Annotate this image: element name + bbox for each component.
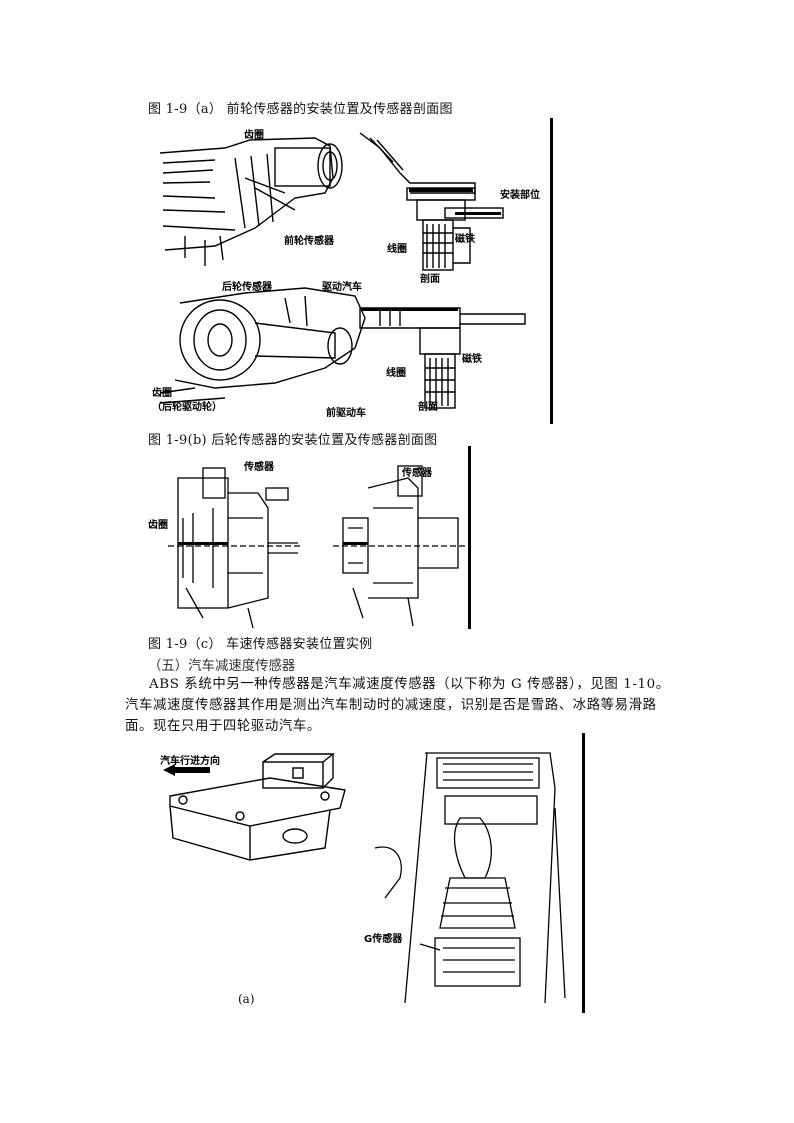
body-paragraph: ABS 系统中另一种传感器是汽车减速度传感器（以下称为 G 传感器），见图 1-… (125, 677, 670, 734)
label-b-sensor-right: 传感器 (402, 468, 432, 479)
figure-caption-1-9c: 图 1-9（c） 车速传感器安装位置实例 (148, 637, 373, 652)
label-b-sensor-left: 传感器 (244, 462, 274, 473)
figure-1-10a (155, 748, 360, 868)
center-console-drawing (374, 752, 566, 1004)
label-ring-gear-bottom: 齿圈 (152, 388, 172, 399)
label-magnet-top: 磁铁 (455, 234, 475, 245)
label-mount-position: 安装部位 (500, 190, 540, 201)
label-b-ring-left: 齿圈 (148, 520, 168, 531)
figure-1-10b (365, 748, 580, 1010)
label-ring-gear: 齿圈 (244, 130, 264, 141)
label-section-top: 剖面 (420, 274, 440, 285)
label-g-sensor: G传感器 (364, 934, 403, 945)
figure-1-9a-border (550, 118, 553, 424)
label-vehicle-direction: 汽车行进方向 (160, 756, 220, 767)
figure-1-10b-border (582, 733, 585, 1013)
figure-1-9a (155, 118, 555, 426)
label-front-drive-car: 前驱动车 (326, 408, 366, 419)
label-section-bottom: 剖面 (418, 402, 438, 413)
label-coil-top: 线圈 (387, 244, 407, 255)
g-sensor-drawing (163, 753, 346, 861)
figure-caption-1-9a: 图 1-9（a） 前轮传感器的安装位置及传感器剖面图 (148, 102, 453, 117)
label-coil-bottom: 线圈 (386, 368, 406, 379)
rear-wheel-sensor-drawing (168, 465, 466, 629)
label-rear-sensor: 后轮传感器 (222, 282, 272, 293)
front-wheel-sensor-drawing (159, 132, 526, 409)
label-front-sensor: 前轮传感器 (284, 236, 334, 247)
figure-1-10a-sublabel: (a) (238, 992, 255, 1006)
figure-1-9b-border (468, 446, 471, 629)
label-rear-drive-wheel: （后轮驱动轮） (152, 402, 222, 413)
label-drive-vehicle: 驱动汽车 (322, 282, 362, 293)
figure-1-9b (148, 448, 478, 630)
label-magnet-bottom: 磁铁 (462, 354, 482, 365)
section-heading: （五）汽车减速度传感器 (148, 659, 296, 674)
figure-caption-1-9b: 图 1-9(b) 后轮传感器的安装位置及传感器剖面图 (148, 433, 438, 448)
